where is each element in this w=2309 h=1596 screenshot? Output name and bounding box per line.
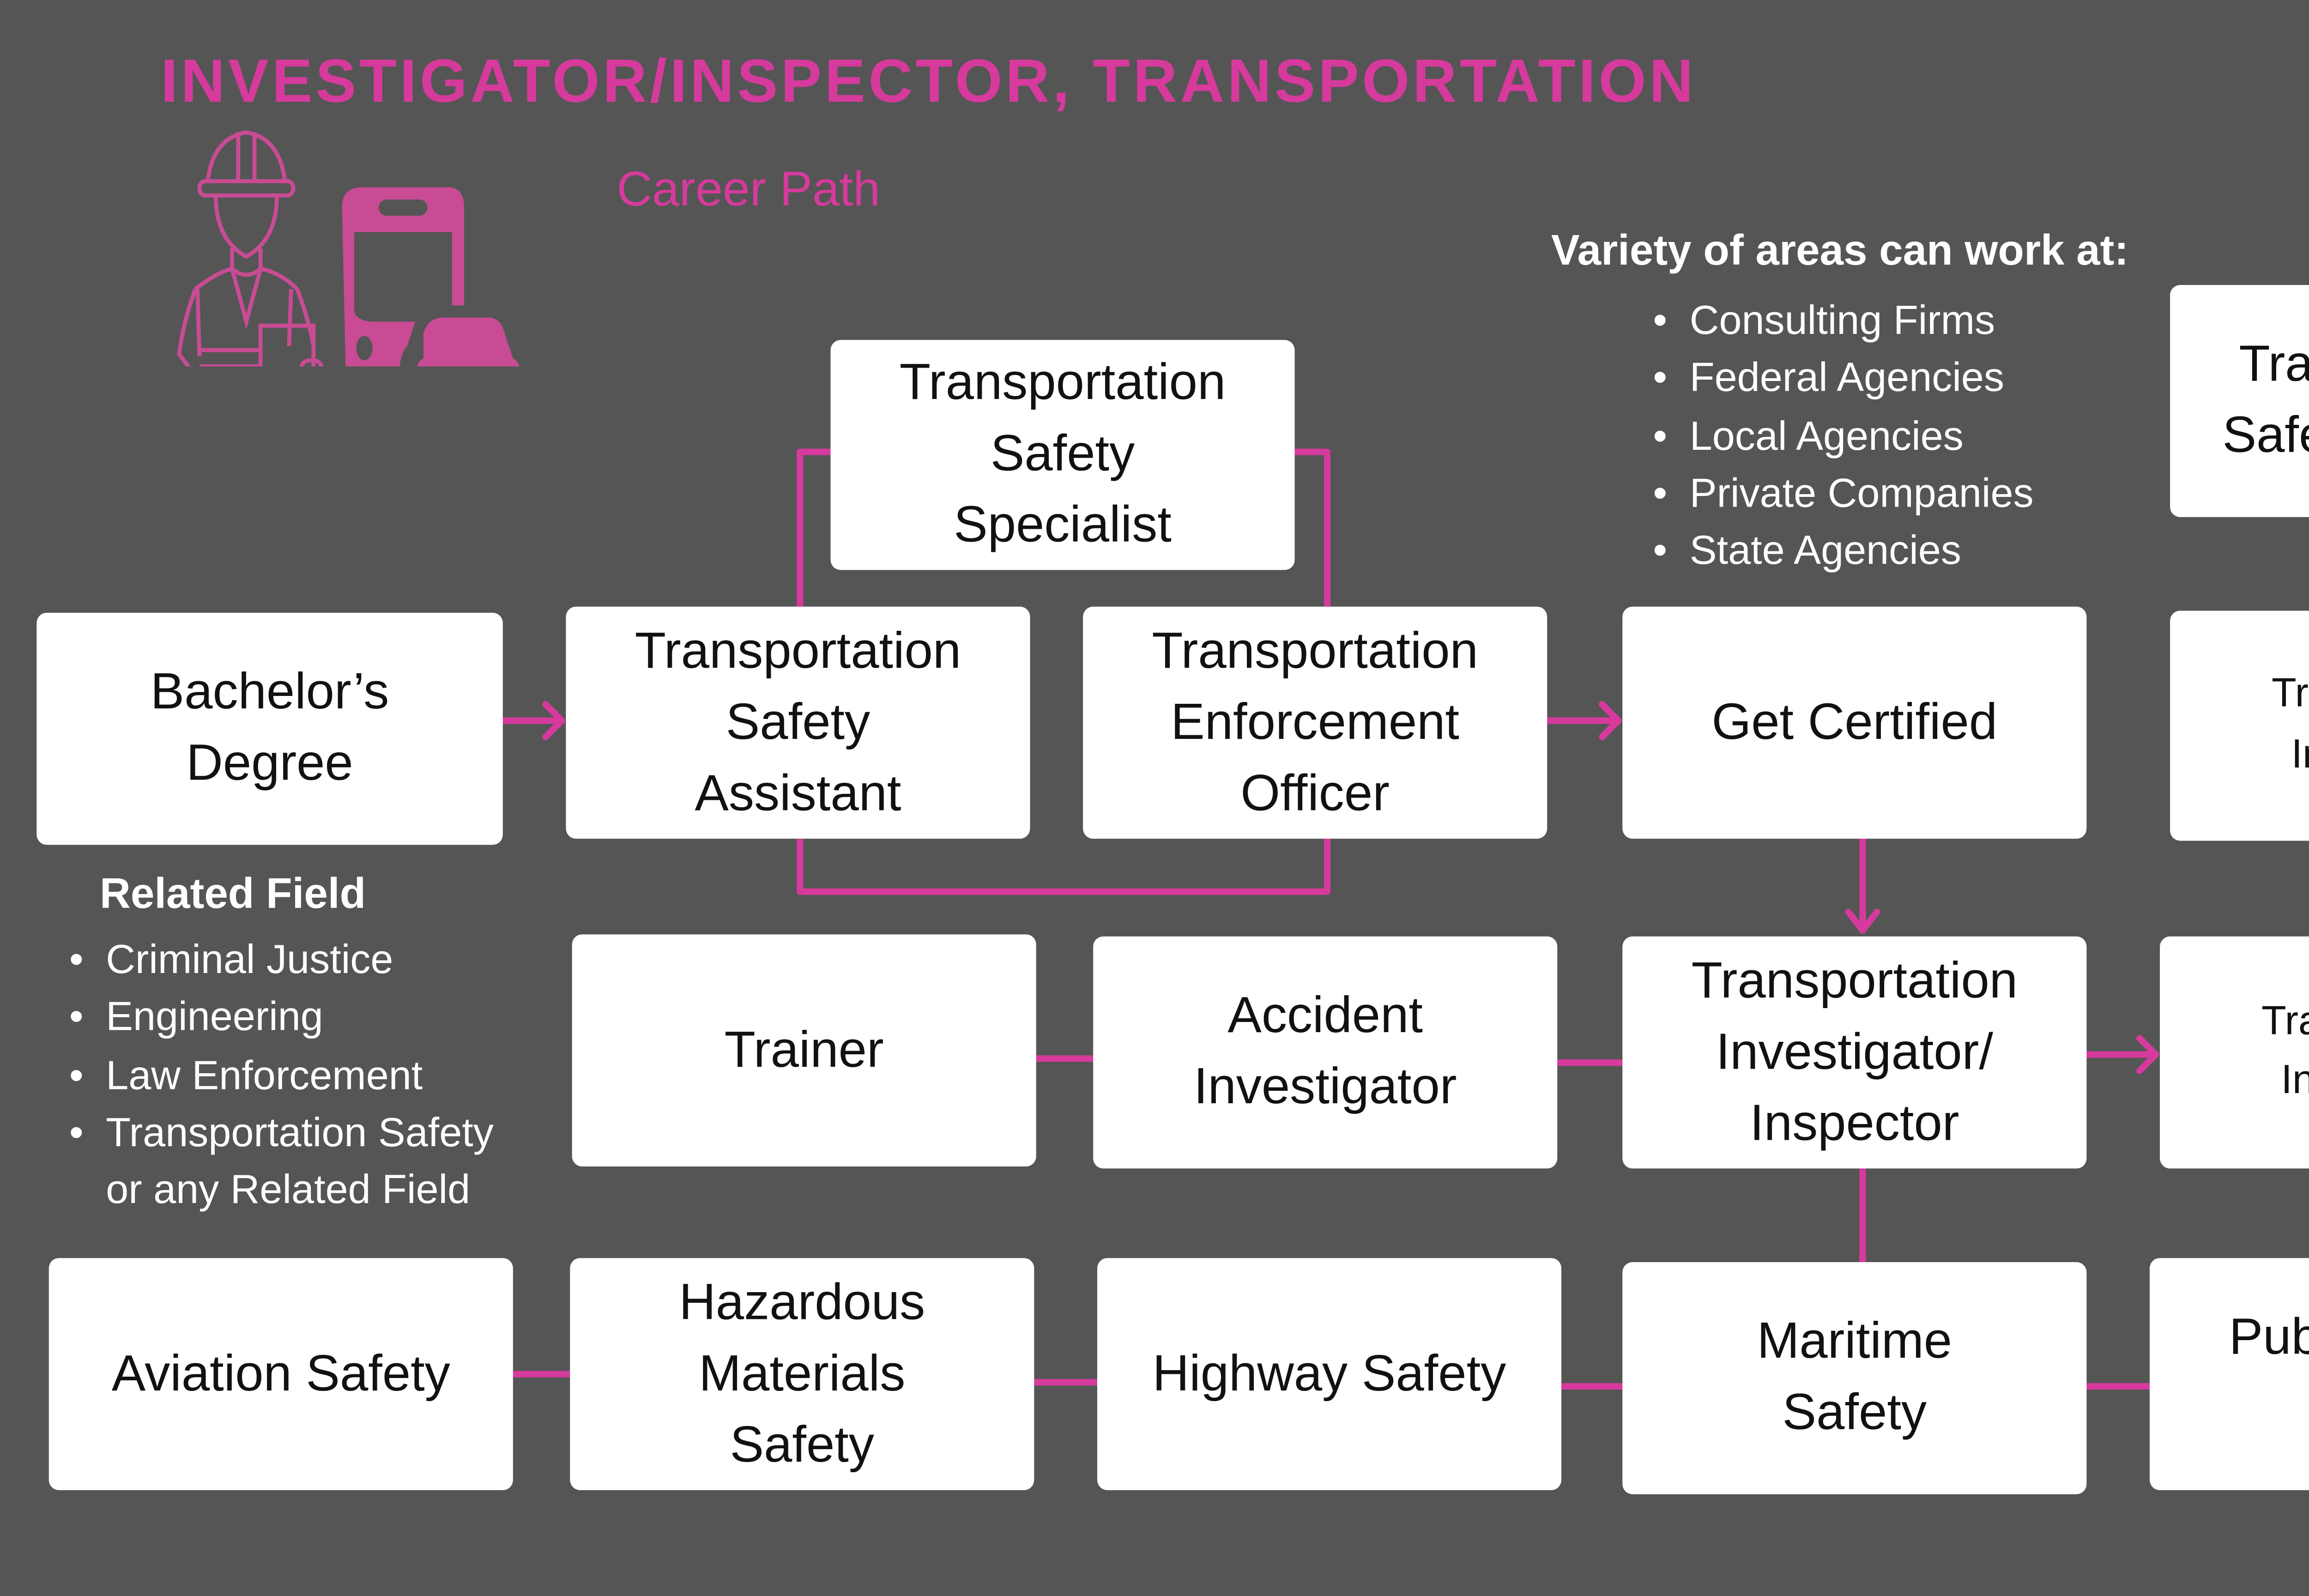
node-lead-investigator[interactable]: Lead Transportation Investigator/ Inspec… — [2170, 611, 2309, 841]
node-maritime-safety[interactable]: Maritime Safety — [1622, 1262, 2087, 1494]
related-field-item: Transportation Safety or any Related Fie… — [69, 1105, 494, 1220]
related-field-item: Criminal Justice — [69, 932, 494, 991]
node-label: Hazardous Materials Safety — [679, 1273, 925, 1473]
node-label: Transportation Investigator/ Inspector — [1691, 951, 2018, 1151]
node-highway-safety[interactable]: Highway Safety — [1097, 1258, 1562, 1490]
node-label: Senior Transportation Investigator/ Insp… — [2261, 998, 2309, 1163]
node-label: Lead Transportation Investigator/ Inspec… — [2272, 671, 2309, 777]
node-label: Transportation Enforcement Officer — [1152, 622, 1478, 822]
node-trainer[interactable]: Trainer — [572, 934, 1036, 1167]
node-public-transit-safety[interactable]: Public Transit Safety — [2150, 1258, 2309, 1490]
node-label: Accident Investigator — [1193, 987, 1457, 1116]
work-area-item: Federal Agencies — [1653, 351, 2033, 409]
related-field-heading: Related Field — [99, 871, 366, 919]
work-area-item: Consulting Firms — [1653, 293, 2033, 351]
node-accident-investigator[interactable]: Accident Investigator — [1093, 936, 1558, 1169]
node-label: Maritime Safety — [1757, 1313, 1952, 1441]
node-label: Transportation Safety Manager — [2222, 336, 2309, 465]
node-hazardous-materials-safety[interactable]: Hazardous Materials Safety — [570, 1258, 1034, 1490]
node-get-certified[interactable]: Get Certified — [1622, 606, 2087, 839]
node-label: Aviation Safety — [111, 1344, 450, 1402]
related-field-item: Engineering — [69, 990, 494, 1048]
work-area-item: Local Agencies — [1653, 408, 2033, 466]
work-areas-heading: Variety of areas can work at: — [1551, 228, 2129, 275]
node-safety-specialist[interactable]: Transportation Safety Specialist — [830, 340, 1295, 570]
node-label: Bachelor’s Degree — [150, 664, 389, 792]
work-areas-list: Consulting Firms Federal Agencies Local … — [1653, 293, 2033, 582]
node-label: Get Certified — [1711, 693, 1998, 750]
node-safety-assistant[interactable]: Transportation Safety Assistant — [566, 606, 1030, 839]
node-label: Transportation Safety Specialist — [899, 354, 1226, 554]
node-label: Transportation Safety Assistant — [635, 622, 961, 822]
page-title: INVESTIGATOR/INSPECTOR, TRANSPORTATION — [161, 48, 1697, 116]
work-area-item: State Agencies — [1653, 524, 2033, 582]
node-senior-investigator[interactable]: Senior Transportation Investigator/ Insp… — [2160, 936, 2309, 1169]
node-label: Highway Safety — [1152, 1344, 1506, 1402]
related-field-list: Criminal Justice Engineering Law Enforce… — [69, 932, 494, 1221]
node-investigator-inspector[interactable]: Transportation Investigator/ Inspector — [1622, 936, 2087, 1169]
worker-bus-car-icon — [177, 130, 520, 367]
work-area-item: Private Companies — [1653, 466, 2033, 524]
node-safety-manager[interactable]: Transportation Safety Manager — [2170, 285, 2309, 517]
node-enforcement-officer[interactable]: Transportation Enforcement Officer — [1083, 606, 1547, 839]
node-aviation-safety[interactable]: Aviation Safety — [48, 1258, 513, 1490]
node-label: Public Transit Safety — [2229, 1309, 2309, 1366]
node-label: Trainer — [724, 1021, 884, 1078]
related-field-item: Law Enforcement — [69, 1047, 494, 1106]
page-subtitle: Career Path — [617, 163, 881, 218]
node-bachelors-degree[interactable]: Bachelor’s Degree — [36, 612, 503, 845]
